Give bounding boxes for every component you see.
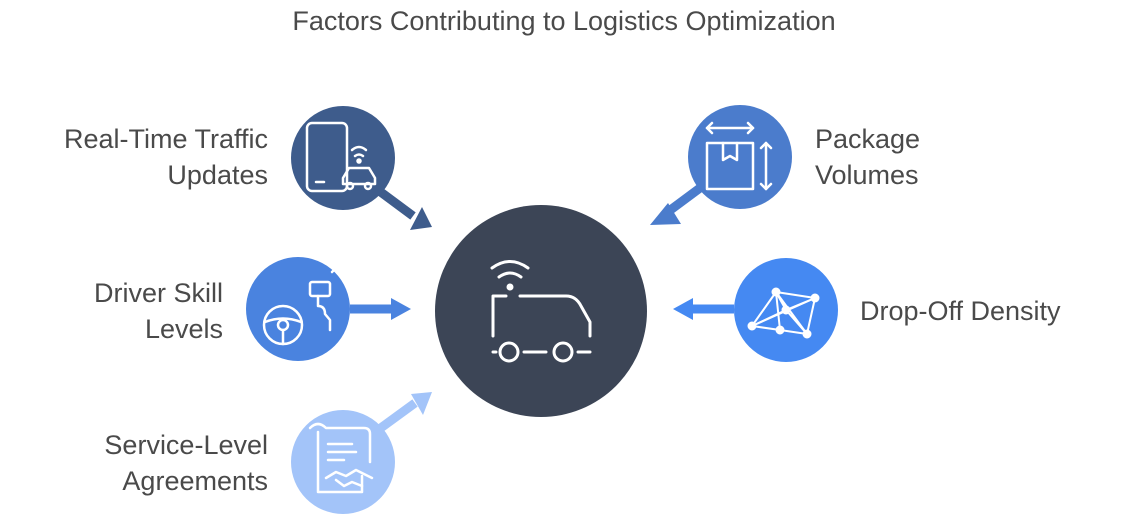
- arrow-package: [650, 184, 703, 225]
- network-nodes-icon: [747, 287, 820, 339]
- arrow-driver: [350, 298, 411, 320]
- contract-handshake-icon: [308, 422, 374, 494]
- factor-drop-off-density: [734, 258, 838, 362]
- factor-service-level: [291, 410, 395, 514]
- factor-real-time-traffic: [291, 106, 395, 210]
- factor-package-volumes: [688, 105, 792, 209]
- arrow-dropoff: [673, 298, 734, 320]
- arrow-service: [375, 392, 432, 434]
- delivery-van-icon: [490, 260, 592, 363]
- center-hub: [435, 205, 647, 417]
- package-dimensions-icon: [705, 121, 773, 191]
- steering-wheel-icon: [262, 266, 338, 346]
- factor-driver-skill: [246, 257, 350, 361]
- label-drop-off-density: Drop-Off Density: [860, 296, 1061, 326]
- diagram-title: Factors Contributing to Logistics Optimi…: [292, 6, 836, 36]
- arrow-traffic: [375, 186, 432, 230]
- phone-car-signal-icon: [305, 121, 377, 193]
